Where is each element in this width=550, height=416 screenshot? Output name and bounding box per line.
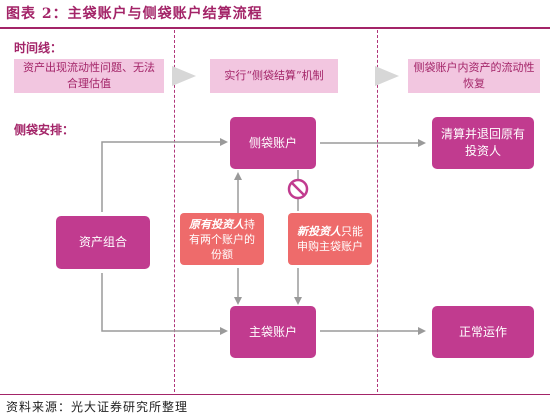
timeline-step-3: 侧袋账户内资产的流动性恢复 — [408, 59, 540, 93]
existing-investors-title: 原有投资人 — [189, 217, 244, 231]
phase-divider-2 — [377, 30, 378, 392]
phase-divider-1 — [174, 30, 175, 392]
clearing-exit-box: 清算并退回原有投资人 — [432, 117, 534, 169]
timeline-label: 时间线： — [14, 41, 63, 55]
main-account-box: 主袋账户 — [230, 306, 316, 358]
timeline-step-2: 实行“侧袋结算”机制 — [210, 59, 338, 93]
timeline-arrow-2 — [375, 66, 399, 86]
branch-to-side-account — [101, 138, 228, 212]
timeline-step-1: 资产出现流动性问题、无法合理估值 — [14, 59, 164, 93]
source-note: 资料来源：光大证券研究所整理 — [6, 400, 189, 414]
existing-investors-note: 原有投资人持有两个账户的份额 — [180, 213, 264, 265]
branch-to-main-account — [101, 273, 228, 335]
no-entry-icon — [287, 178, 309, 200]
existing-investors-desc: 持有两个账户的份额 — [189, 217, 255, 261]
arrangement-label: 侧袋安排： — [14, 123, 75, 137]
new-investors-note: 新投资人只能申购主袋账户 — [288, 213, 372, 265]
title-divider — [0, 27, 550, 29]
asset-portfolio-box: 资产组合 — [56, 216, 150, 269]
timeline-arrow-1 — [172, 66, 196, 86]
side-account-box: 侧袋账户 — [230, 117, 316, 169]
normal-operation-box: 正常运作 — [432, 306, 534, 358]
figure-title: 图表 2：主袋账户与侧袋账户结算流程 — [6, 6, 263, 22]
title-bar: 图表 2：主袋账户与侧袋账户结算流程 — [0, 0, 550, 26]
footer-divider — [0, 394, 550, 395]
new-investors-desc: 只能申购主袋账户 — [297, 225, 363, 253]
new-investors-title: 新投资人 — [297, 225, 341, 238]
